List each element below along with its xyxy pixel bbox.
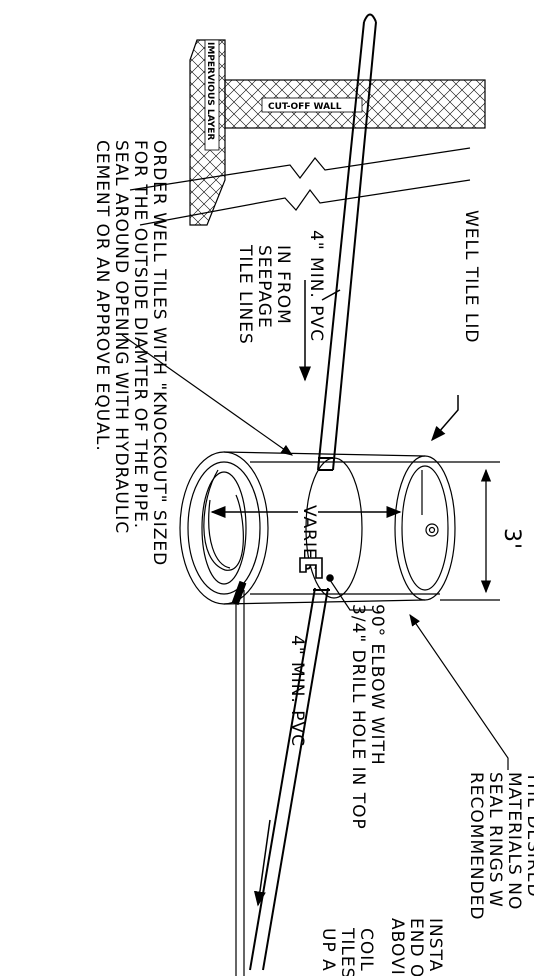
upper-pipe-label: 4" MIN. PVC <box>306 230 326 342</box>
lower-flow-arrow <box>253 819 271 907</box>
cut-off-wall-label: CUT-OFF WALL <box>268 102 342 112</box>
upper-pipe-tick <box>321 289 341 301</box>
elbow-note-line-2: 3/4" DRILL HOLE IN TOP <box>348 604 368 830</box>
install-note: INSTA END O ABOVI <box>387 918 445 976</box>
install-note-line-1: INSTA <box>425 918 445 972</box>
diameter-dimension <box>440 461 500 601</box>
desired-note: THE DESIRED MATERIALS NO SEAL RINGS W RE… <box>466 771 534 921</box>
well-tile-cylinder <box>179 451 456 605</box>
well-tile-lid-label: WELL TILE LID <box>461 210 481 344</box>
order-note-line-4: CEMENT OR AN APPROVE EQUAL. <box>92 140 112 452</box>
coil-note-line-2: TILES <box>337 927 357 976</box>
desired-note-line-2: MATERIALS NO <box>504 772 524 910</box>
order-leader <box>121 334 293 456</box>
order-note-line-3: SEAL AROUND OPENING WITH HYDRAULIC <box>111 140 131 534</box>
break-line <box>129 147 471 226</box>
coil-note-line-1: COIL <box>356 928 376 972</box>
order-note: ORDER WELL TILES WITH "KNOCKOUT" SIZED F… <box>92 140 169 566</box>
diameter-label: 3' <box>499 528 524 550</box>
install-note-line-3: ABOVI <box>387 918 407 976</box>
elbow-fitting <box>299 557 334 582</box>
upper-pipe <box>317 13 377 471</box>
in-from-note: IN FROM SEEPAGE TILE LINES <box>235 244 293 345</box>
order-note-line-1: ORDER WELL TILES WITH "KNOCKOUT" SIZED <box>149 140 169 566</box>
coil-note-line-3: UP A <box>318 928 338 972</box>
lid-leader <box>431 395 459 442</box>
desired-note-line-1: THE DESIRED <box>523 771 534 898</box>
coil-lines <box>231 580 247 976</box>
in-from-line-1: IN FROM <box>273 245 293 325</box>
lower-pipe-label: 4" MIN. PVC <box>287 635 307 747</box>
desired-note-line-4: RECOMMENDED <box>466 772 486 921</box>
desired-note-line-3: SEAL RINGS W <box>485 772 505 908</box>
elbow-leader <box>329 579 372 611</box>
cut-off-wall: CUT-OFF WALL <box>224 79 486 129</box>
impervious-layer: IMPERVIOUS LAYER <box>189 39 226 226</box>
install-note-line-2: END O <box>406 918 426 976</box>
order-note-line-2: FOR THE OUTSIDE DIAMTER OF THE PIPE. <box>130 140 150 529</box>
varies-label: VARIES <box>299 505 319 572</box>
elbow-note-line-1: 90° ELBOW WITH <box>367 604 387 766</box>
in-from-line-3: TILE LINES <box>235 244 255 345</box>
coil-note: COIL TILES UP A <box>318 927 376 976</box>
impervious-layer-label: IMPERVIOUS LAYER <box>205 42 215 140</box>
in-from-line-2: SEEPAGE <box>254 245 274 329</box>
desired-leader <box>409 614 509 770</box>
